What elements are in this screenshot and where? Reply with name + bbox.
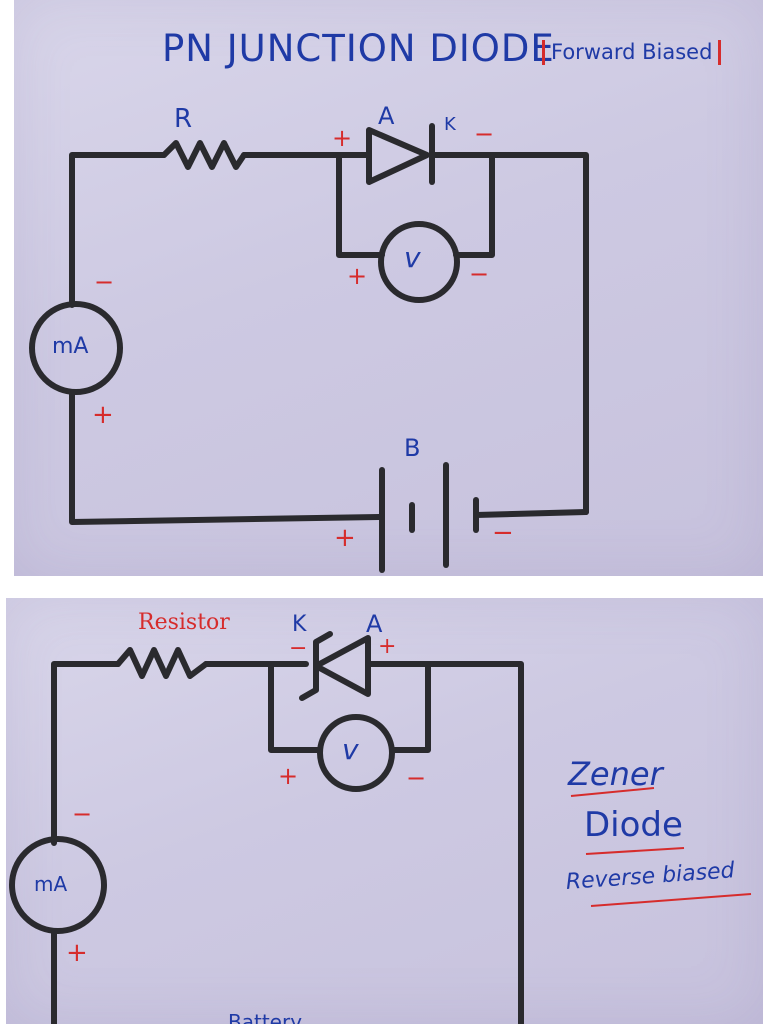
- zener-cathode-bar: [299, 631, 333, 701]
- wire-left-top: [51, 661, 121, 846]
- wire-zener-right: [365, 661, 524, 1024]
- title-note: Forward Biased: [542, 40, 722, 65]
- resistor-label: Resistor: [138, 610, 230, 635]
- wire-left-top: [69, 152, 167, 308]
- voltmeter-minus-sign: −: [406, 764, 427, 792]
- voltmeter-label: v: [404, 241, 421, 274]
- battery-minus-sign: −: [492, 518, 514, 548]
- ammeter-symbol: [29, 301, 123, 395]
- ammeter-symbol: [9, 836, 107, 934]
- ammeter-plus-sign: +: [92, 400, 114, 430]
- cathode-minus-sign: −: [289, 636, 308, 661]
- zener-heading-line-2: Diode: [584, 805, 683, 845]
- zener-diode-symbol: [313, 635, 371, 697]
- wire-voltmeter-right: [453, 152, 495, 258]
- pn-junction-diagram-photo: PN JUNCTION DIODE Forward Biased R A K +…: [14, 0, 763, 576]
- wire-left-bottom: [69, 389, 382, 525]
- anode-plus-sign: +: [332, 124, 353, 152]
- resistor-symbol: [115, 647, 209, 679]
- resistor-symbol: [161, 140, 247, 170]
- diode-symbol: [366, 127, 430, 185]
- cathode-minus-sign: −: [474, 120, 495, 148]
- voltmeter-label: v: [342, 733, 359, 766]
- voltmeter-minus-sign: −: [469, 260, 490, 288]
- ammeter-label: mA: [52, 334, 89, 359]
- zener-circuit: [9, 631, 752, 1024]
- page-title: PN JUNCTION DIODE: [162, 27, 555, 70]
- wire-voltmeter-left: [268, 661, 321, 753]
- anode-plus-sign: +: [378, 634, 397, 659]
- anode-label: A: [378, 102, 395, 130]
- anode-label: A: [366, 610, 383, 638]
- battery-label-partial: Battery: [228, 1010, 303, 1024]
- ammeter-label: mA: [34, 872, 68, 896]
- cathode-label: K: [444, 114, 456, 135]
- wire-voltmeter-left: [336, 152, 385, 258]
- zener-heading-line-1: Zener: [568, 755, 663, 793]
- battery-label: B: [404, 434, 421, 462]
- battery-plus-sign: +: [334, 523, 356, 553]
- wire-diode-right: [429, 152, 589, 515]
- voltmeter-symbol: [317, 714, 395, 792]
- voltmeter-plus-sign: +: [278, 762, 299, 790]
- voltmeter-plus-sign: +: [347, 262, 368, 290]
- wire-battery-right: [473, 509, 589, 518]
- zener-diode-diagram-photo: Resistor K A − + v + − mA − + Zener Diod…: [6, 598, 763, 1024]
- voltmeter-symbol: [378, 221, 460, 303]
- ammeter-minus-sign: −: [94, 268, 115, 296]
- pn-junction-circuit: [29, 123, 589, 573]
- ammeter-minus-sign: −: [72, 800, 93, 828]
- resistor-label: R: [174, 104, 193, 134]
- cathode-label: K: [292, 612, 307, 637]
- wire-voltmeter-right: [391, 661, 431, 753]
- ammeter-plus-sign: +: [66, 938, 88, 968]
